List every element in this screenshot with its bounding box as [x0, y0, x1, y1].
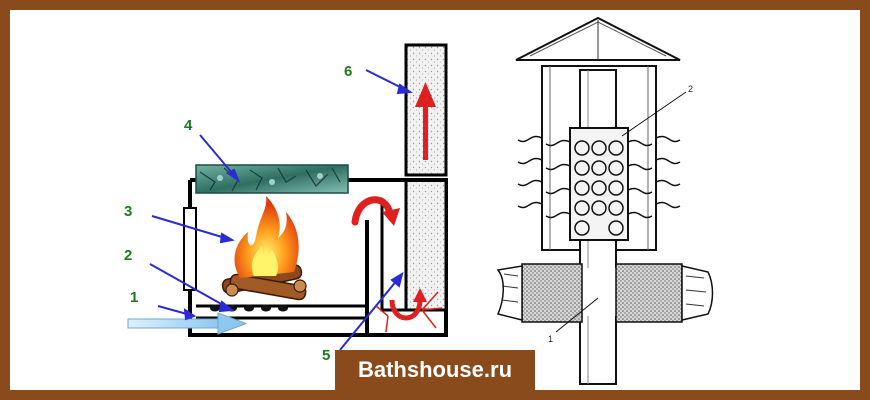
diagram-canvas: 1 2 3 4 5 6: [10, 10, 860, 390]
label-6: 6: [344, 63, 352, 80]
pipe-heater-diagram: 2 1: [496, 16, 714, 385]
air-inflow-arrow: [127, 312, 248, 335]
heat-waves-left: [517, 135, 571, 219]
label-5: 5: [322, 347, 330, 364]
gas-flow-u-arrow: [389, 299, 423, 321]
gas-flow-curved-arrow: [351, 196, 394, 226]
label-3: 3: [124, 203, 132, 220]
spark-arrows: [375, 291, 443, 333]
label-1: 1: [130, 289, 138, 306]
pipe-label-1: 1: [548, 334, 553, 344]
convection-channel: [404, 178, 448, 312]
stone-cage: [569, 127, 629, 241]
watermark-badge: Bathshouse.ru: [335, 350, 535, 390]
chimney-up-arrow: [415, 82, 436, 160]
diagram-svg: 1 2 3 4 5 6: [124, 16, 714, 385]
ceiling-insulation: [496, 263, 714, 323]
stove-diagram: 1 2 3 4 5 6: [124, 43, 448, 364]
heat-waves-right: [627, 135, 681, 219]
fire-flame: [234, 196, 299, 278]
label-4: 4: [184, 117, 193, 134]
stones-layer: [195, 164, 349, 194]
pipe-label-2: 2: [688, 84, 693, 94]
label-2: 2: [124, 247, 132, 264]
stove-door: [183, 207, 197, 291]
label-pointers: [149, 69, 413, 351]
